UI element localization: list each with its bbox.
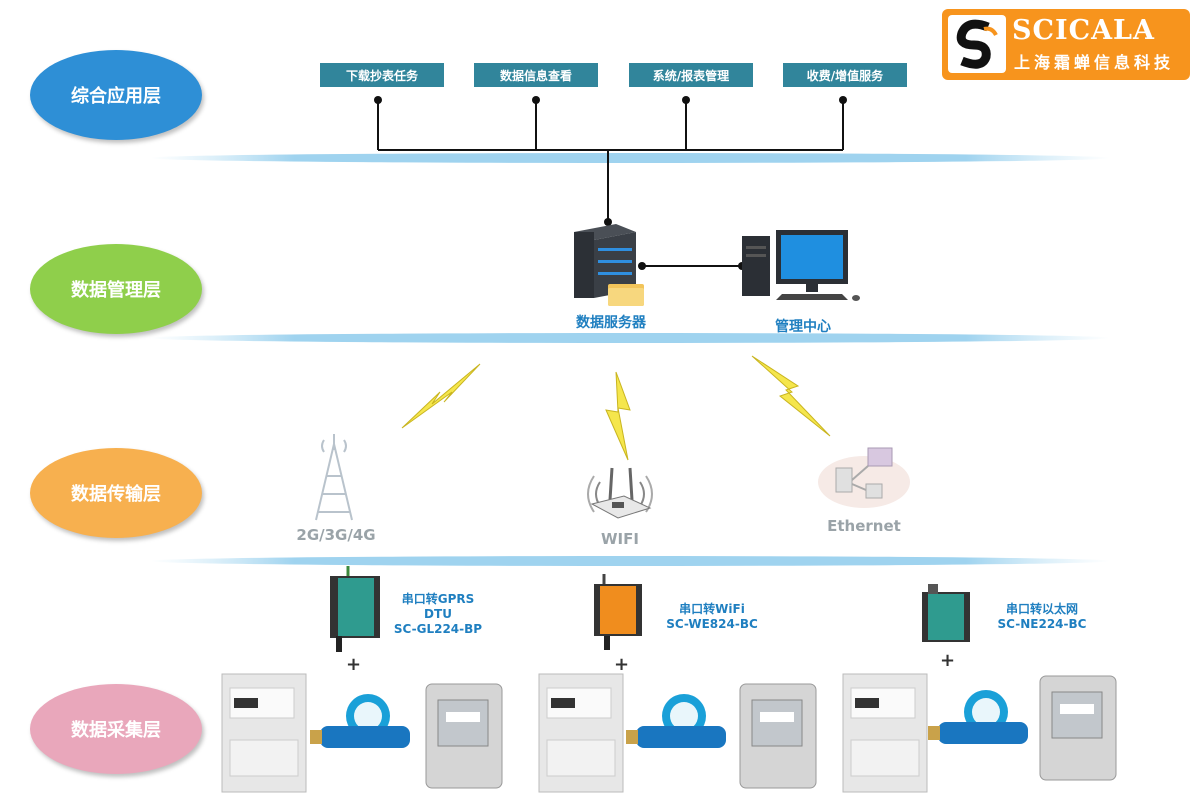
server-icon <box>574 224 644 306</box>
app-task-view-data: 数据信息查看 <box>474 63 598 87</box>
logo-name: SCICALA <box>1012 15 1155 46</box>
wifi-label: WIFI <box>601 530 639 548</box>
device-ethernet-line2: SC-NE224-BC <box>997 617 1087 631</box>
layer-data-collection: 数据采集层 <box>30 684 202 774</box>
device-gprs-line1: 串口转GPRS <box>401 592 475 606</box>
gprs-dtu-device-icon <box>330 566 380 652</box>
network-icon <box>818 447 910 508</box>
ethernet-dtu-device-icon <box>922 584 970 642</box>
plus-sign: + <box>614 654 630 675</box>
device-label-gprs: 串口转GPRS DTU SC-GL224-BP <box>388 592 488 637</box>
separator-bar-2 <box>150 333 1110 343</box>
company-logo: SCICALA 上海霜蝉信息科技 <box>942 9 1190 80</box>
layer-data-management: 数据管理层 <box>30 244 202 334</box>
application-bus <box>377 100 844 267</box>
cellular-label: 2G/3G/4G <box>296 526 376 544</box>
device-gprs-line3: SC-GL224-BP <box>393 622 483 636</box>
app-task-system-reports: 系统/报表管理 <box>629 63 753 87</box>
cell-tower-icon <box>315 434 353 521</box>
device-gprs-line2: DTU <box>424 607 452 621</box>
ethernet-label: Ethernet <box>827 517 901 535</box>
logo-subtitle: 上海霜蝉信息科技 <box>1014 53 1175 72</box>
meter-group-3 <box>842 673 1117 793</box>
app-task-billing: 收费/增值服务 <box>783 63 907 87</box>
wifi-dtu-device-icon <box>594 574 642 650</box>
layer-application: 综合应用层 <box>30 50 202 140</box>
separator-bar-3 <box>150 556 1110 566</box>
computer-icon <box>742 230 860 301</box>
plus-sign: + <box>940 650 956 671</box>
device-wifi-line2: SC-WE824-BC <box>666 617 758 631</box>
logo-mark-icon <box>948 15 1006 73</box>
layer-data-transport: 数据传输层 <box>30 448 202 538</box>
wifi-router-icon <box>587 467 653 519</box>
lightning-bolt-icon <box>751 355 831 437</box>
lightning-bolt-icon <box>605 371 631 461</box>
meter-group-1 <box>221 673 503 793</box>
device-label-wifi: 串口转WiFi SC-WE824-BC <box>660 602 764 632</box>
management-center-label: 管理中心 <box>775 319 831 335</box>
server-label: 数据服务器 <box>576 315 646 331</box>
app-task-download: 下载抄表任务 <box>320 63 444 87</box>
device-wifi-line1: 串口转WiFi <box>679 602 745 616</box>
device-label-ethernet: 串口转以太网 SC-NE224-BC <box>990 602 1094 632</box>
device-ethernet-line1: 串口转以太网 <box>1005 602 1078 616</box>
lightning-bolt-icon <box>401 363 481 429</box>
separator-bar-1 <box>150 153 1110 163</box>
plus-sign: + <box>346 654 362 675</box>
meter-group-2 <box>538 673 817 793</box>
